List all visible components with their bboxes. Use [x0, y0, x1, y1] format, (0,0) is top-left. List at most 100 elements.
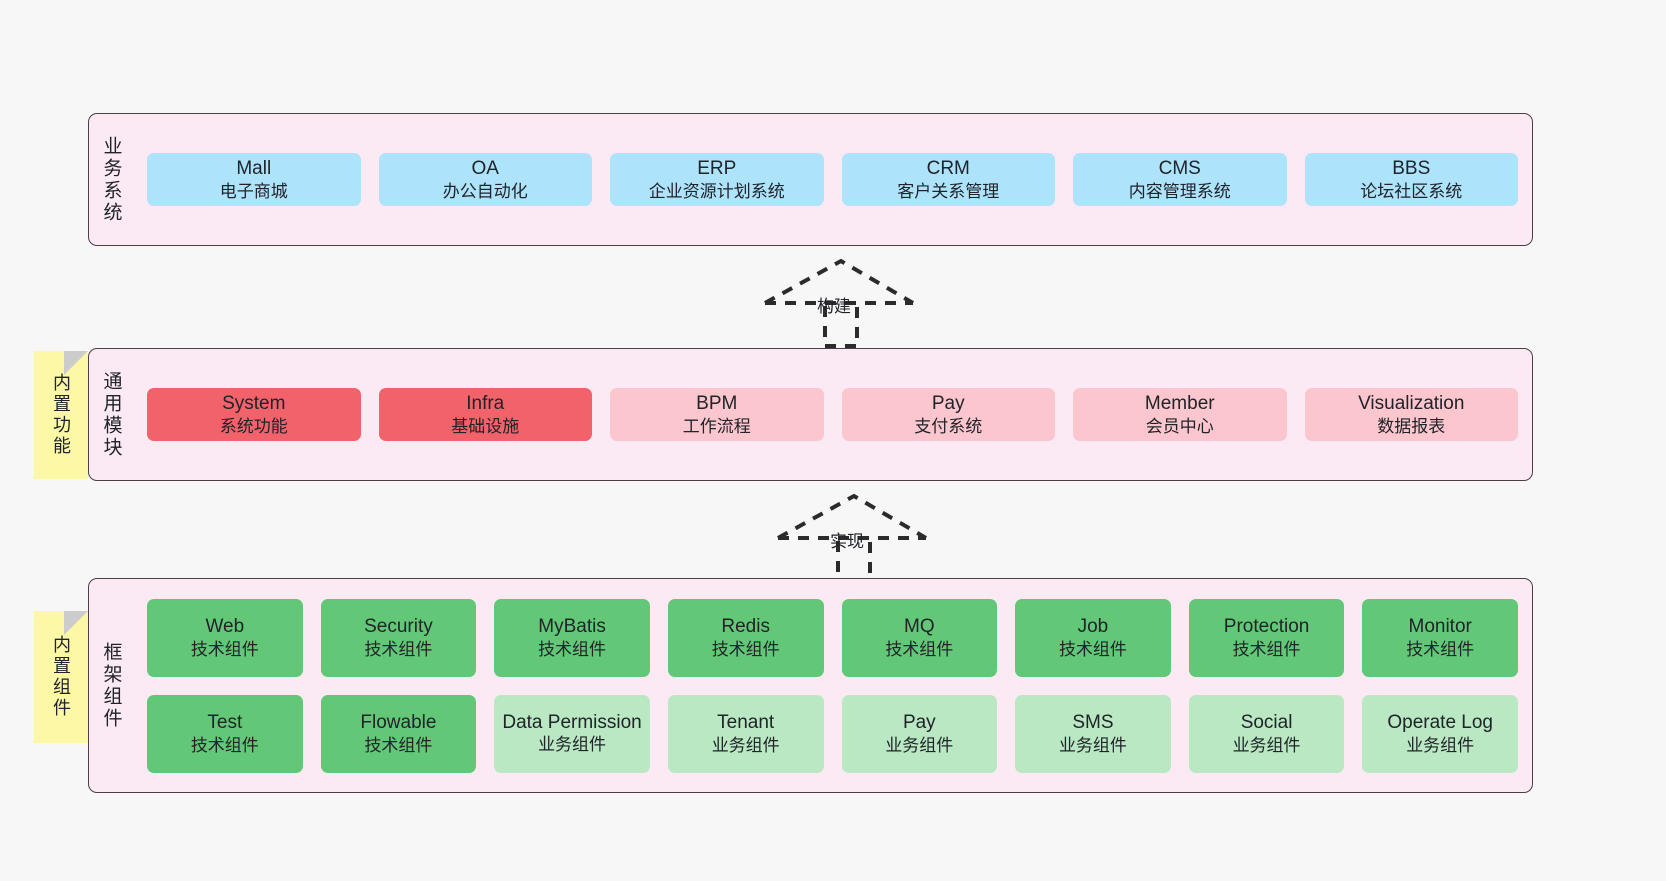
layer-body-business-system: Mall 电子商城 OA 办公自动化 ERP 企业资源计划系统 CRM 客户关系… — [133, 114, 1532, 245]
card-title-cn: 企业资源计划系统 — [648, 181, 785, 201]
sticky-note-builtin-components: 内置组件 — [34, 611, 88, 743]
card-system[interactable]: System 系统功能 — [147, 387, 361, 442]
card-flowable[interactable]: Flowable 技术组件 — [320, 694, 477, 773]
layer-body-common-module: System 系统功能 Infra 基础设施 BPM 工作流程 Pay 支付系统… — [133, 349, 1532, 480]
card-title-en: Redis — [721, 615, 770, 637]
layer-body-framework-component: Web 技术组件 Security 技术组件 MyBatis 技术组件 Redi… — [133, 579, 1532, 792]
card-operate-log[interactable]: Operate Log 业务组件 — [1362, 694, 1518, 773]
card-title-cn: 支付系统 — [914, 416, 983, 436]
card-bpm[interactable]: BPM 工作流程 — [610, 387, 824, 442]
connector-arrowhead — [777, 493, 928, 540]
connector-stem — [823, 306, 859, 348]
card-crm[interactable]: CRM 客户关系管理 — [841, 152, 1055, 207]
card-erp[interactable]: ERP 企业资源计划系统 — [610, 152, 824, 207]
card-title-en: SMS — [1072, 711, 1114, 733]
card-title-cn: 业务组件 — [1406, 735, 1475, 755]
card-title-cn: 工作流程 — [682, 416, 751, 436]
card-infra[interactable]: Infra 基础设施 — [378, 387, 592, 442]
card-title-cn: 技术组件 — [1058, 639, 1127, 659]
card-protection[interactable]: Protection 技术组件 — [1188, 598, 1345, 677]
card-title-en: Member — [1144, 392, 1215, 414]
card-web[interactable]: Web 技术组件 — [147, 598, 303, 677]
connector-build: 构建 — [755, 258, 915, 348]
card-sms[interactable]: SMS 业务组件 — [1015, 694, 1171, 773]
card-title-en: Monitor — [1408, 615, 1472, 637]
card-title-en: System — [222, 392, 286, 414]
connector-arrowhead — [764, 258, 915, 305]
card-title-en: Infra — [466, 392, 505, 414]
card-title-en: Data Permission — [502, 711, 642, 733]
layer-title-common-module: 通用模块 — [100, 370, 122, 459]
card-title-cn: 技术组件 — [538, 639, 607, 659]
connector-stem — [836, 541, 872, 583]
card-cms[interactable]: CMS 内容管理系统 — [1073, 152, 1287, 207]
card-job[interactable]: Job 技术组件 — [1015, 598, 1171, 677]
card-redis[interactable]: Redis 技术组件 — [667, 598, 824, 677]
card-title-cn: 技术组件 — [364, 639, 433, 659]
layer-common-module: 通用模块 System 系统功能 Infra 基础设施 BPM 工作流程 Pay… — [88, 348, 1533, 481]
card-tenant[interactable]: Tenant 业务组件 — [667, 694, 824, 773]
card-row: Mall 电子商城 OA 办公自动化 ERP 企业资源计划系统 CRM 客户关系… — [147, 152, 1518, 207]
card-test[interactable]: Test 技术组件 — [147, 694, 303, 773]
card-title-cn: 技术组件 — [1232, 639, 1301, 659]
card-title-cn: 会员中心 — [1145, 416, 1214, 436]
card-visualization[interactable]: Visualization 数据报表 — [1304, 387, 1518, 442]
sticky-note-builtin-features: 内置功能 — [34, 351, 88, 479]
card-title-en: CRM — [926, 157, 970, 179]
card-row: Test 技术组件 Flowable 技术组件 Data Permission … — [147, 694, 1518, 773]
layer-title-framework-component: 框架组件 — [100, 641, 122, 730]
card-mq[interactable]: MQ 技术组件 — [841, 598, 998, 677]
card-social[interactable]: Social 业务组件 — [1188, 694, 1345, 773]
card-data-permission[interactable]: Data Permission 业务组件 — [494, 694, 650, 773]
card-title-cn: 系统功能 — [219, 416, 288, 436]
connector-label-implement: 实现 — [830, 532, 864, 551]
card-title-cn: 数据报表 — [1377, 416, 1446, 436]
card-title-en: BPM — [696, 392, 738, 414]
card-member[interactable]: Member 会员中心 — [1073, 387, 1287, 442]
card-oa[interactable]: OA 办公自动化 — [378, 152, 592, 207]
card-title-en: ERP — [697, 157, 737, 179]
layer-framework-component: 框架组件 Web 技术组件 Security 技术组件 MyBatis 技术组件… — [88, 578, 1533, 793]
card-title-cn: 内容管理系统 — [1128, 181, 1231, 201]
card-title-cn: 电子商城 — [219, 181, 288, 201]
card-title-cn: 技术组件 — [190, 735, 259, 755]
card-title-cn: 技术组件 — [190, 639, 259, 659]
card-row: Web 技术组件 Security 技术组件 MyBatis 技术组件 Redi… — [147, 598, 1518, 677]
card-title-cn: 客户关系管理 — [897, 181, 1000, 201]
card-title-cn: 技术组件 — [1406, 639, 1475, 659]
card-title-en: Web — [205, 615, 245, 637]
card-title-cn: 论坛社区系统 — [1360, 181, 1463, 201]
card-title-cn: 技术组件 — [711, 639, 780, 659]
card-title-en: Operate Log — [1387, 711, 1493, 733]
card-title-en: MyBatis — [538, 615, 606, 637]
layer-business-system: 业务系统 Mall 电子商城 OA 办公自动化 ERP 企业资源计划系统 CRM… — [88, 113, 1533, 246]
card-monitor[interactable]: Monitor 技术组件 — [1362, 598, 1518, 677]
card-pay-component[interactable]: Pay 业务组件 — [841, 694, 998, 773]
card-title-cn: 业务组件 — [1058, 735, 1127, 755]
card-title-en: Job — [1077, 615, 1109, 637]
card-title-cn: 技术组件 — [364, 735, 433, 755]
layer-title-business-system: 业务系统 — [100, 135, 122, 224]
card-title-cn: 业务组件 — [885, 735, 954, 755]
card-mall[interactable]: Mall 电子商城 — [147, 152, 361, 207]
card-title-en: Pay — [931, 392, 965, 414]
card-pay-module[interactable]: Pay 支付系统 — [841, 387, 1055, 442]
card-title-en: Tenant — [717, 711, 775, 733]
card-title-cn: 技术组件 — [885, 639, 954, 659]
card-title-cn: 办公自动化 — [442, 181, 528, 201]
card-title-en: OA — [471, 157, 499, 179]
card-title-cn: 基础设施 — [451, 416, 520, 436]
card-title-en: Visualization — [1358, 392, 1465, 414]
card-mybatis[interactable]: MyBatis 技术组件 — [494, 598, 650, 677]
card-title-en: CMS — [1158, 157, 1201, 179]
card-title-cn: 业务组件 — [711, 735, 780, 755]
card-title-en: Social — [1240, 711, 1293, 733]
card-title-cn: 业务组件 — [1232, 735, 1301, 755]
card-title-en: Security — [364, 615, 433, 637]
card-title-en: Protection — [1223, 615, 1310, 637]
card-bbs[interactable]: BBS 论坛社区系统 — [1304, 152, 1518, 207]
card-title-en: Pay — [902, 711, 936, 733]
connector-label-build: 构建 — [817, 297, 851, 316]
card-security[interactable]: Security 技术组件 — [320, 598, 477, 677]
